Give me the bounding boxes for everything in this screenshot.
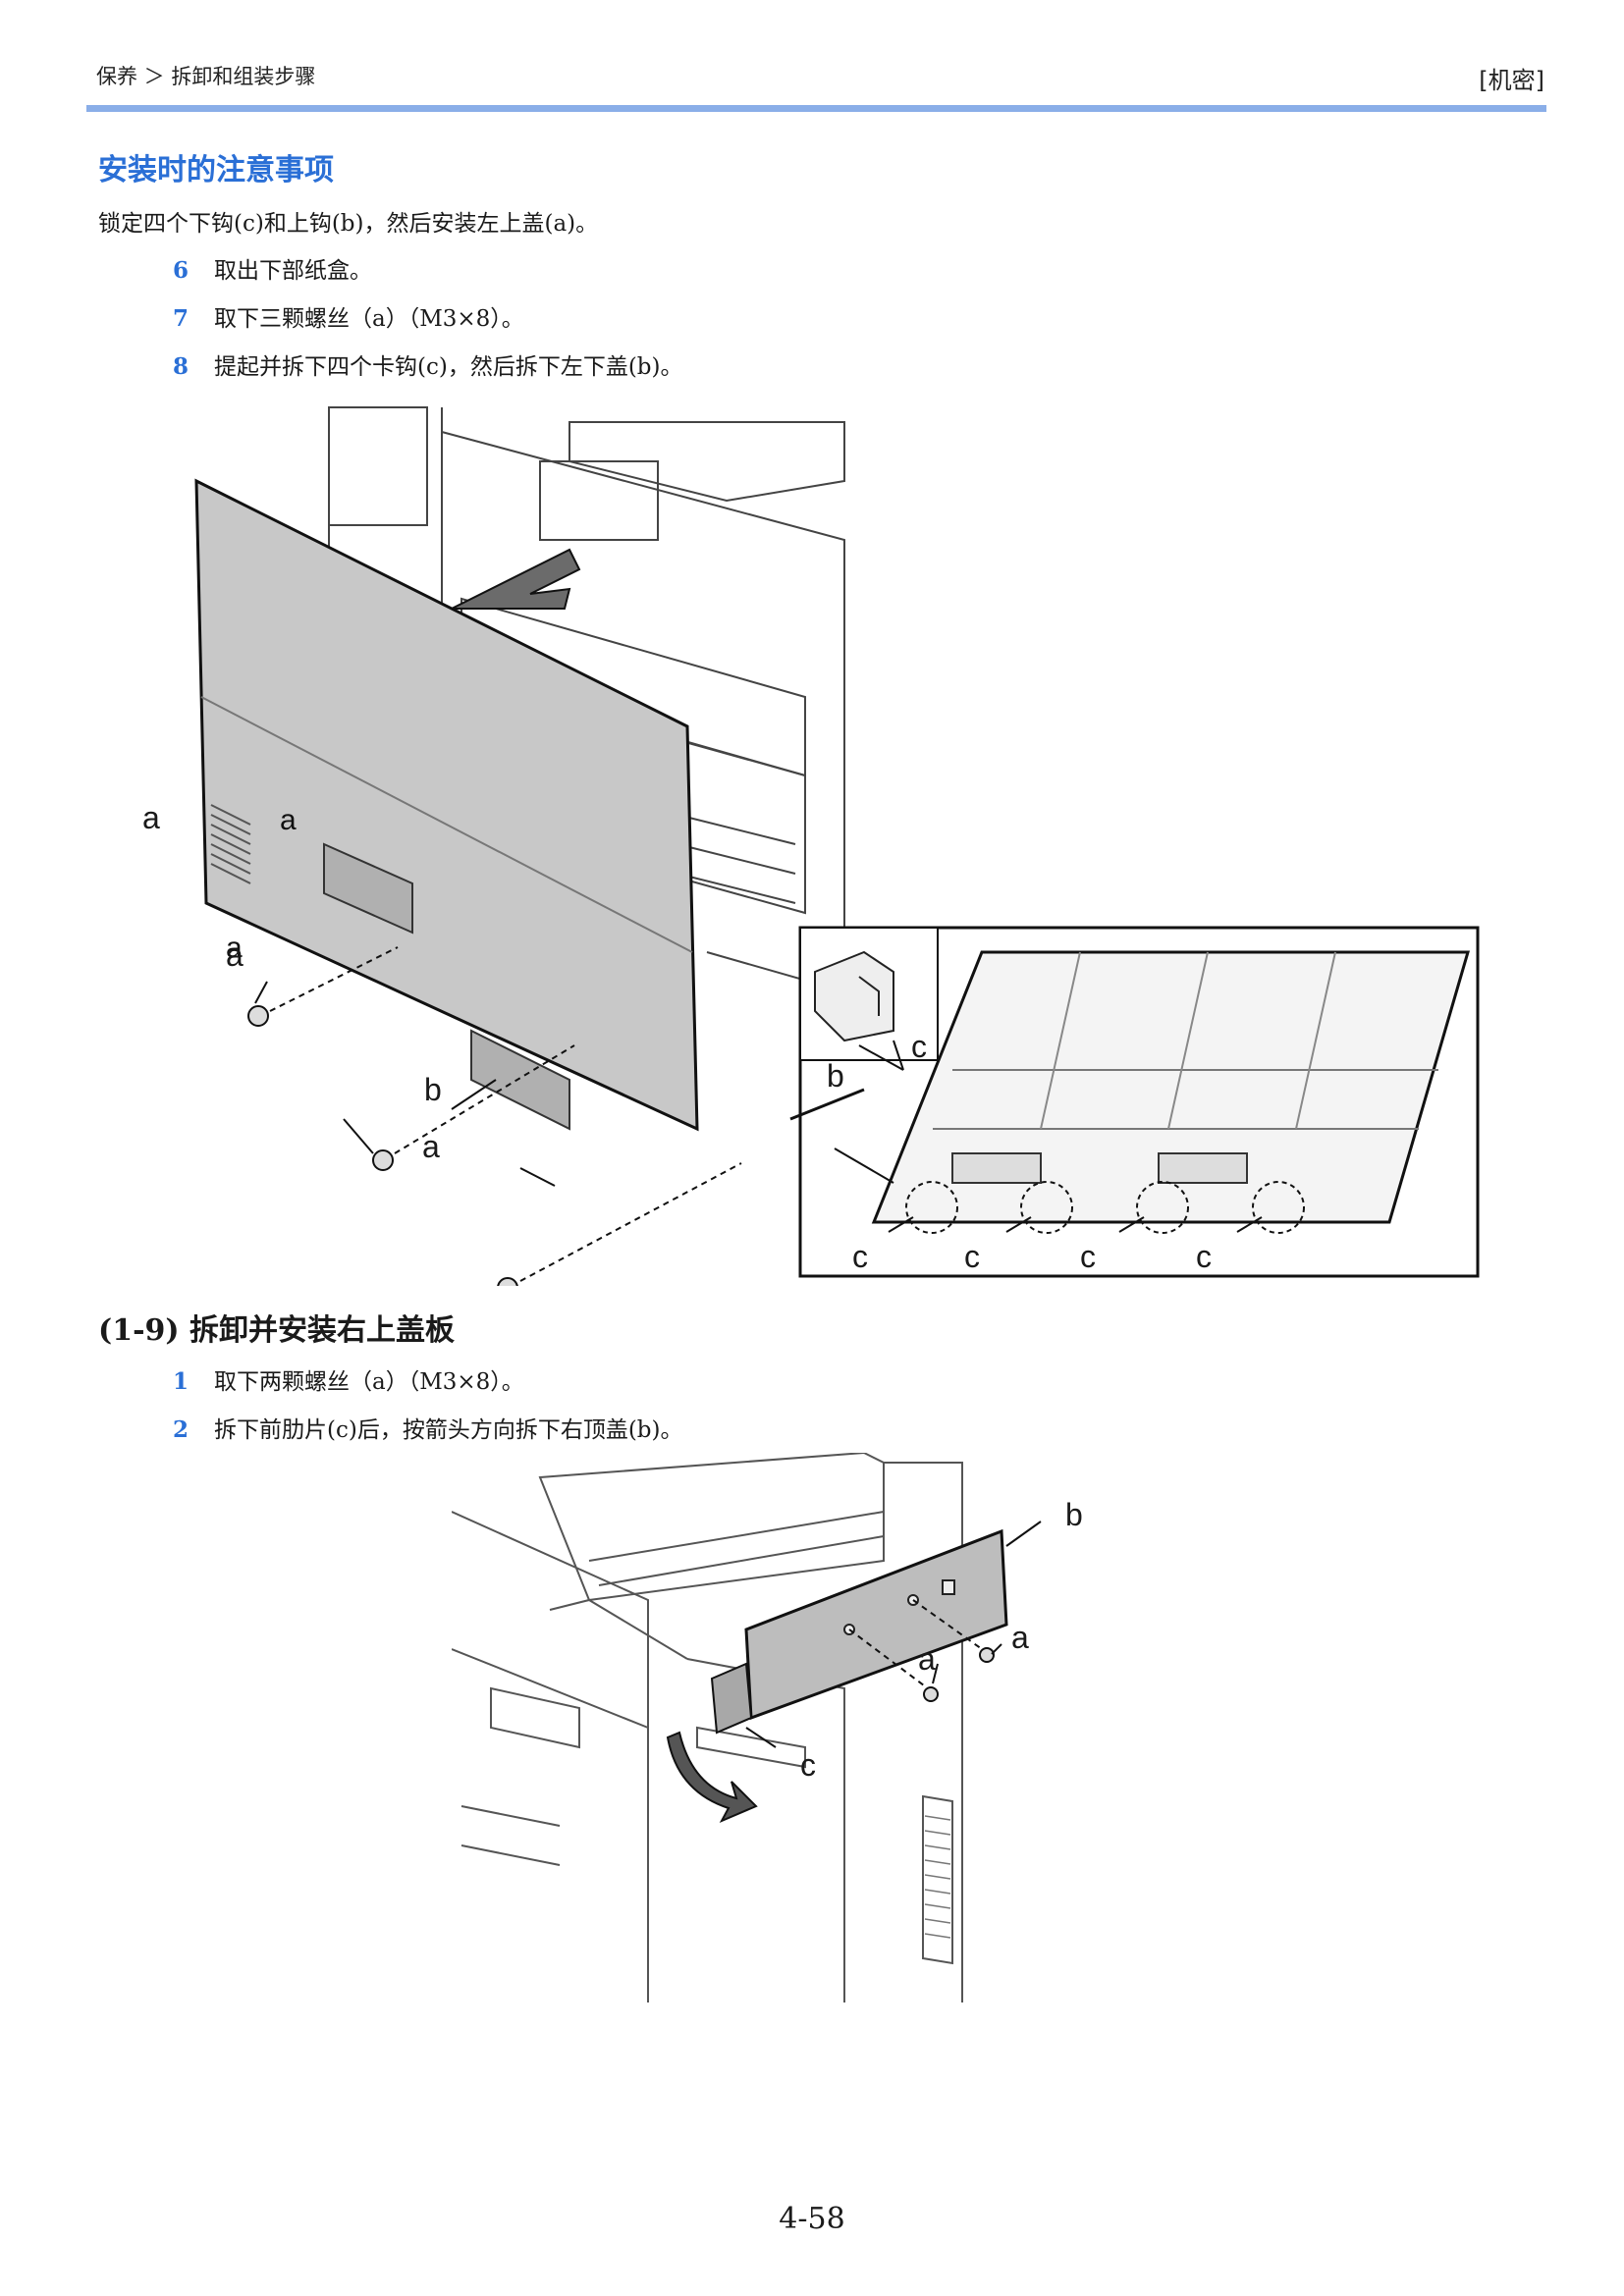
label-c: c — [1080, 1239, 1096, 1274]
screw-icon — [923, 1686, 939, 1702]
screw-paths — [269, 946, 742, 1282]
step-text: 取出下部纸盒。 — [214, 258, 372, 284]
label-a: a — [226, 937, 244, 973]
leader-line — [451, 1079, 497, 1110]
diagram-right-top-cover — [452, 1453, 1042, 2002]
label-a: a — [918, 1641, 936, 1677]
label-c: c — [852, 1239, 868, 1274]
diagram-left-lower-cover: a a a a a — [194, 406, 1480, 1286]
handle-cutout — [323, 842, 413, 934]
step-text: 取下三颗螺丝（a）（M3×8）。 — [214, 306, 524, 332]
label-b: b — [424, 1072, 442, 1107]
step-item: 8 提起并拆下四个卡钩(c)，然后拆下左下盖(b)。 — [173, 347, 683, 381]
figure-right-top-cover: b a a c — [452, 1453, 1139, 2002]
breadcrumb: 保养 ＞ 拆卸和组装步骤 — [96, 65, 316, 88]
figure-left-lower-cover: a a a a a — [118, 402, 1492, 1286]
install-note-text: 锁定四个下钩(c)和上钩(b)，然后安装左上盖(a)。 — [98, 211, 599, 237]
leader-line — [932, 1663, 939, 1684]
leader-line — [519, 1167, 556, 1187]
page-number: 4-58 — [779, 2202, 845, 2236]
tab-slot — [942, 1579, 955, 1595]
label-a: a — [142, 800, 160, 835]
screw-icon — [247, 1005, 269, 1027]
label-c: c — [964, 1239, 980, 1274]
header-rule — [86, 105, 1546, 112]
step-number: 7 — [173, 305, 189, 332]
step-number: 1 — [173, 1368, 189, 1395]
label-b: b — [1065, 1497, 1083, 1532]
cover-fold-line — [200, 696, 693, 953]
section-title: (1-9) 拆卸并安装右上盖板 — [98, 1313, 456, 1348]
step-text: 取下两颗螺丝（a）（M3×8）。 — [214, 1369, 524, 1395]
screw-icon — [372, 1149, 394, 1171]
rotate-arrow-icon — [666, 1731, 758, 1824]
right-top-cover-panel — [744, 1528, 1008, 1721]
vent-grille — [924, 1815, 951, 1939]
step-number: 6 — [173, 257, 189, 284]
install-note-title: 安装时的注意事项 — [98, 153, 334, 187]
step-item: 6 取出下部纸盒。 — [173, 251, 372, 285]
label-c: c — [911, 1029, 927, 1064]
step-item: 1 取下两颗螺丝（a）（M3×8）。 — [173, 1362, 524, 1396]
label-b: b — [827, 1058, 844, 1094]
leader-line — [1005, 1521, 1042, 1547]
machine-body — [452, 1453, 963, 2002]
label-a: a — [1011, 1620, 1029, 1655]
screw-paths — [848, 1599, 983, 1689]
step-number: 8 — [173, 353, 189, 380]
label-a: a — [422, 1129, 440, 1164]
screw-icon — [497, 1277, 518, 1286]
label-a: a — [280, 804, 297, 836]
leader-line — [745, 1727, 777, 1748]
step-text: 提起并拆下四个卡钩(c)，然后拆下左下盖(b)。 — [214, 354, 683, 380]
front-rib — [710, 1662, 753, 1735]
page-header: 保养 ＞ 拆卸和组装步骤 [机密] — [96, 57, 1544, 98]
step-item: 7 取下三颗螺丝（a）（M3×8）。 — [173, 299, 524, 333]
step-text: 拆下前肋片(c)后，按箭头方向拆下右顶盖(b)。 — [214, 1417, 683, 1443]
left-lower-cover-panel — [194, 478, 699, 1132]
label-c: c — [1196, 1239, 1212, 1274]
leader-line — [343, 1118, 374, 1154]
label-c: c — [800, 1747, 816, 1783]
removal-arrow-icon — [451, 548, 581, 610]
vent-grille — [210, 804, 251, 884]
step-item: 2 拆下前肋片(c)后，按箭头方向拆下右顶盖(b)。 — [173, 1411, 683, 1444]
screw-icon — [979, 1647, 995, 1663]
leader-line — [991, 1643, 1002, 1655]
handle-cutout — [470, 1029, 570, 1131]
confidential-mark: [机密] — [1479, 67, 1544, 94]
step-number: 2 — [173, 1416, 189, 1443]
label-a: a — [226, 932, 243, 964]
leader-line — [254, 981, 268, 1004]
